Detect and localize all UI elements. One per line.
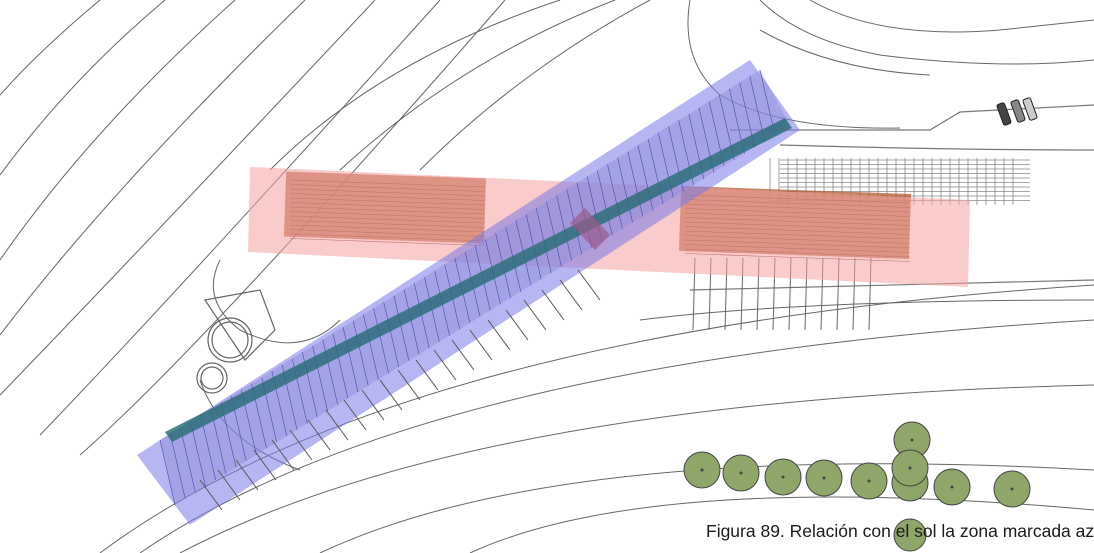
figure-caption-line: Figura 89. Relación con el sol la zona m… bbox=[0, 518, 1094, 544]
solar-building-strip bbox=[137, 60, 800, 525]
figure-caption: Figura 89. Relación con el sol la zona m… bbox=[706, 521, 1094, 541]
parked-cars bbox=[996, 97, 1038, 126]
tree bbox=[893, 518, 927, 552]
trees bbox=[683, 421, 1031, 552]
water-tanks bbox=[196, 289, 276, 394]
support-legs bbox=[199, 269, 601, 511]
